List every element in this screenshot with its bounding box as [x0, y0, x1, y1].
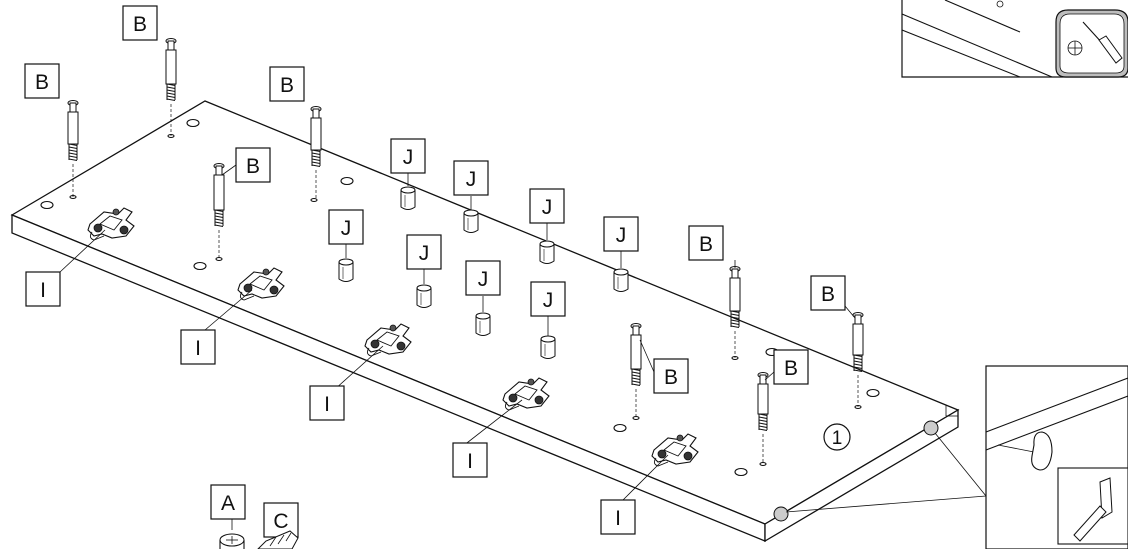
callout-point-lower: [773, 506, 789, 522]
dowel-b: [165, 38, 177, 136]
dowel-b: [310, 106, 322, 200]
hinge-plate-i: [87, 207, 135, 241]
dowel-b: [67, 100, 79, 197]
label-j-7: J: [478, 268, 489, 291]
label-j-5: J: [341, 217, 352, 240]
label-j-3: J: [542, 196, 553, 219]
sleeve-j: [475, 312, 491, 336]
label-i-1: I: [40, 279, 46, 302]
detail-inset-right: [985, 365, 1128, 549]
hinge-plate-i: [364, 323, 412, 357]
label-a: A: [221, 492, 235, 515]
dowel-group: [67, 38, 864, 464]
hinge-plate-i: [237, 267, 285, 301]
label-b-6: B: [821, 283, 835, 306]
label-i-2: I: [195, 337, 201, 360]
label-b-1: B: [133, 13, 147, 36]
hinge-plate-group: [87, 207, 699, 467]
label-j-2: J: [466, 168, 477, 191]
leader-lines: [59, 164, 1066, 513]
step-number-badge: 1: [823, 423, 851, 451]
sleeve-j: [400, 186, 416, 210]
label-j-6: J: [419, 242, 430, 265]
sleeve-group: [338, 186, 629, 359]
sleeve-j: [540, 335, 556, 359]
part-c-dowel: [257, 530, 299, 549]
dowel-b: [852, 312, 864, 407]
label-i-3: I: [324, 393, 330, 416]
callout-point-upper: [923, 420, 939, 436]
sleeve-j: [338, 258, 354, 282]
label-i-5: I: [615, 507, 621, 530]
label-j-4: J: [616, 224, 627, 247]
label-j-8: J: [543, 289, 554, 312]
step-number: 1: [832, 428, 843, 449]
dowel-b: [729, 266, 741, 358]
label-b-3: B: [280, 74, 294, 97]
sleeve-j: [539, 240, 555, 264]
label-b-8: B: [784, 357, 798, 380]
dowel-b: [213, 163, 225, 259]
label-c: C: [273, 510, 288, 533]
label-b-4: B: [246, 155, 260, 178]
dowel-b: [757, 372, 769, 464]
detail-inset-top: [901, 0, 1128, 78]
sleeve-j: [463, 209, 479, 233]
sleeve-j: [416, 284, 432, 308]
label-b-5: B: [699, 233, 713, 256]
label-j-1: J: [403, 146, 414, 169]
label-i-4: I: [467, 450, 473, 473]
dowel-b: [630, 323, 642, 418]
label-b-7: B: [664, 366, 678, 389]
sleeve-j: [613, 268, 629, 292]
part-o-pin: [1031, 431, 1053, 471]
hinge-plate-i: [651, 433, 699, 467]
part-a-screw: [219, 519, 245, 549]
board-panel: [10, 100, 960, 543]
label-b-2: B: [35, 71, 49, 94]
